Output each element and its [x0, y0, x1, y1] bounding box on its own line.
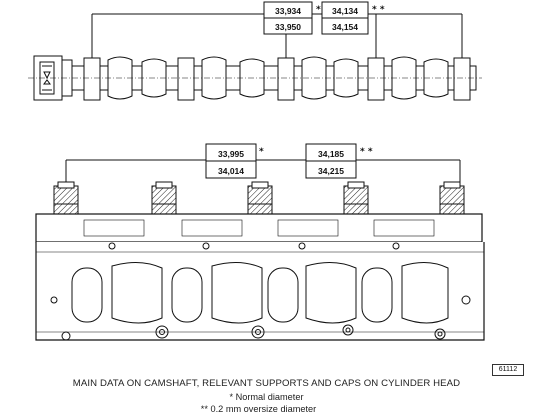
camshaft-journal-oversize-box: 34,134 34,154 * * — [321, 1, 385, 35]
head-bolt-holes — [50, 242, 471, 341]
head-support-normal-min: 33,995 — [218, 149, 244, 159]
camshaft-journals — [83, 57, 471, 101]
camshaft-journal-normal-box: 33,934 33,950 * — [263, 1, 321, 35]
camshaft-journal-normal-max: 33,934 — [275, 6, 301, 16]
camshaft-lobes — [107, 56, 477, 100]
cylinder-head — [35, 159, 485, 341]
head-support-oversize-min: 34,185 — [318, 149, 344, 159]
caption-title: MAIN DATA ON CAMSHAFT, RELEVANT SUPPORTS… — [72, 378, 461, 389]
oversize-mark: * * — [372, 5, 385, 15]
head-ports — [71, 262, 449, 324]
normal-mark: * — [316, 5, 321, 15]
caption-note-oversize: ** 0.2 mm oversize diameter — [200, 404, 317, 414]
camshaft-journal-oversize-min: 34,154 — [332, 22, 358, 32]
camshaft — [28, 13, 482, 101]
head-support-oversize-box: 34,185 34,215 * * — [305, 143, 373, 179]
head-upper-rail-detail — [83, 219, 435, 237]
head-support-oversize-max: 34,215 — [318, 166, 344, 176]
head-body-outline — [35, 242, 485, 341]
normal-mark: * — [259, 147, 264, 157]
oversize-mark: * * — [360, 147, 373, 157]
head-support-normal-box: 33,995 34,014 * — [205, 143, 264, 179]
camshaft-journal-oversize-max: 34,134 — [332, 6, 358, 16]
figure-reference: 61112 — [492, 364, 524, 376]
head-support-normal-max: 34,014 — [218, 166, 244, 176]
caption-note-normal: * Normal diameter — [229, 392, 304, 402]
camshaft-journal-normal-min: 33,950 — [275, 22, 301, 32]
